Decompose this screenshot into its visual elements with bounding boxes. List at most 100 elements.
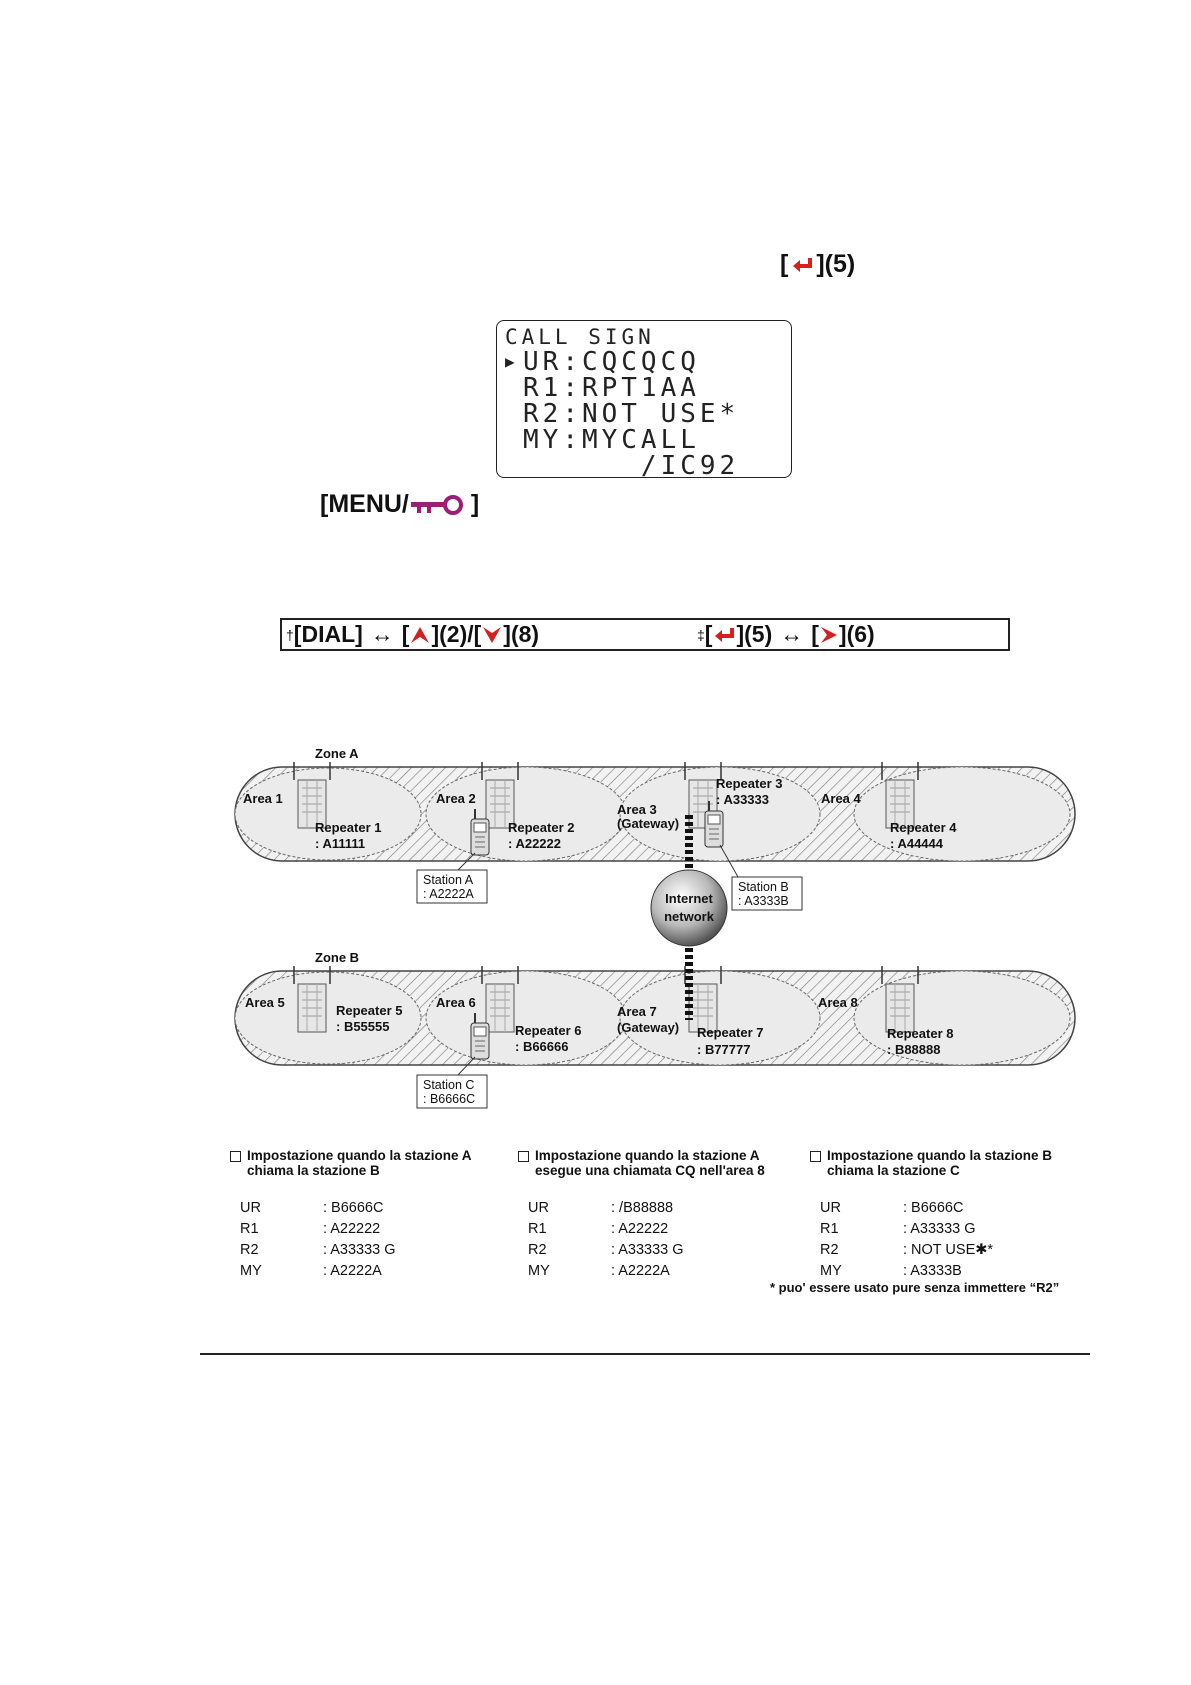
lcd-row-my: MY:MYCALL bbox=[505, 427, 783, 453]
setting-row: R2: NOT USE✱* bbox=[820, 1240, 1100, 1261]
area-4-label: Area 4 bbox=[821, 791, 862, 806]
bracket-open: [ bbox=[780, 250, 789, 278]
repeater-2-name: Repeater 2 bbox=[508, 820, 574, 835]
repeater-1-name: Repeater 1 bbox=[315, 820, 381, 835]
r2-footnote: * puo' essere usato pure senza immettere… bbox=[770, 1280, 1060, 1295]
key-icon bbox=[410, 494, 463, 515]
area-6-label: Area 6 bbox=[436, 995, 476, 1010]
area-1-label: Area 1 bbox=[243, 791, 283, 806]
setting-key: R1 bbox=[528, 1221, 547, 1237]
repeater-6-name: Repeater 6 bbox=[515, 1023, 581, 1038]
setting-row: UR : B6666C bbox=[240, 1198, 520, 1219]
page-divider bbox=[200, 1353, 1090, 1355]
setting-row: R1 : A33333 G bbox=[820, 1219, 1100, 1240]
area-5-label: Area 5 bbox=[245, 995, 285, 1010]
repeater-5-call: : B55555 bbox=[336, 1019, 389, 1034]
setting-value: : A3333B bbox=[903, 1263, 962, 1279]
setting-key: MY bbox=[240, 1263, 262, 1279]
area-7-label: Area 7 bbox=[617, 1004, 657, 1019]
lcd-value: CQCQCQ bbox=[581, 347, 700, 377]
footnote-enter: ‡ [ ](5) ↔ [ ](6) bbox=[697, 621, 875, 648]
setting-value: : A33333 G bbox=[611, 1242, 684, 1258]
setting-key: UR bbox=[528, 1200, 549, 1216]
enter-arrow-icon bbox=[715, 627, 735, 642]
setting-row: R1: A22222 bbox=[528, 1219, 808, 1240]
lcd-sep: : bbox=[562, 347, 582, 377]
setting-key: R2 bbox=[528, 1242, 547, 1258]
area-7-gateway-label: (Gateway) bbox=[617, 1020, 679, 1035]
repeater-3-name: Repeater 3 bbox=[716, 776, 782, 791]
enter-key-label: ](5) bbox=[816, 250, 856, 278]
right-arrow-icon bbox=[820, 626, 837, 643]
station-a-call: : A2222A bbox=[423, 887, 474, 901]
setting-row: UR: B6666C bbox=[820, 1198, 1100, 1219]
enter-key-label: ](5) bbox=[736, 621, 773, 647]
setting-key: UR bbox=[240, 1200, 261, 1216]
settings-title-line: chiama la stazione B bbox=[247, 1163, 380, 1178]
lcd-row-suffix: /IC92 bbox=[505, 453, 783, 479]
double-dagger-mark: ‡ bbox=[697, 626, 705, 643]
station-a-name: Station A bbox=[423, 873, 474, 887]
setting-value: : A2222A bbox=[323, 1263, 382, 1279]
setting-value: : A2222A bbox=[611, 1263, 670, 1279]
lcd-key: UR bbox=[523, 347, 563, 377]
setting-key: R1 bbox=[240, 1221, 259, 1237]
station-b-name: Station B bbox=[738, 880, 789, 894]
checkbox-icon bbox=[518, 1151, 529, 1162]
setting-value: : B6666C bbox=[323, 1200, 384, 1216]
bracket-open: [ bbox=[704, 621, 713, 647]
down-arrow-icon bbox=[483, 626, 502, 643]
checkbox-icon bbox=[230, 1151, 241, 1162]
lcd-value: NOT USE* bbox=[581, 399, 740, 429]
dagger-mark: † bbox=[286, 626, 294, 643]
up-arrow-icon bbox=[411, 626, 430, 643]
enter-arrow-icon bbox=[793, 257, 813, 272]
right-key-label: ](6) bbox=[838, 621, 875, 647]
setting-value: : A22222 bbox=[323, 1221, 381, 1237]
settings-title-line: Impostazione quando la stazione A bbox=[247, 1148, 472, 1163]
footnote-dial: † [DIAL] ↔ [ ](2)/[ ](8) bbox=[286, 621, 539, 648]
area-2-label: Area 2 bbox=[436, 791, 476, 806]
lcd-key: R2 bbox=[523, 399, 563, 429]
repeater-7-name: Repeater 7 bbox=[697, 1025, 763, 1040]
lcd-sep: : bbox=[562, 425, 582, 455]
setting-key: R2 bbox=[240, 1242, 259, 1258]
menu-key-label: [MENU/ bbox=[320, 490, 409, 518]
lcd-sep: : bbox=[562, 373, 582, 403]
settings-title-line: Impostazione quando la stazione A bbox=[535, 1148, 760, 1163]
up-key-label: ](2)/[ bbox=[431, 621, 482, 647]
network-label: network bbox=[664, 909, 715, 924]
internet-globe bbox=[650, 869, 728, 947]
setting-row: R2: A33333 G bbox=[240, 1240, 520, 1261]
repeater-1-call: : A11111 bbox=[315, 836, 365, 851]
setting-row: R1 : A22222 bbox=[240, 1219, 520, 1240]
station-a-callout bbox=[416, 869, 488, 904]
repeater-6-call: : B66666 bbox=[515, 1039, 568, 1054]
lcd-value: RPT1AA bbox=[581, 373, 700, 403]
lcd-value: MYCALL bbox=[581, 425, 700, 455]
settings-title-line: chiama la stazione C bbox=[827, 1163, 960, 1178]
settings-title-line: Impostazione quando la stazione B bbox=[827, 1148, 1053, 1163]
repeater-5-name: Repeater 5 bbox=[336, 1003, 402, 1018]
lcd-row-r1: R1:RPT1AA bbox=[505, 375, 783, 401]
station-b-callout bbox=[731, 876, 803, 911]
setting-key: MY bbox=[528, 1263, 550, 1279]
setting-key: R1 bbox=[820, 1221, 839, 1237]
station-c-callout bbox=[416, 1074, 488, 1109]
bracket-open: [ bbox=[401, 621, 410, 647]
setting-row: MY: A3333B bbox=[820, 1261, 1100, 1282]
setting-row: MY : A2222A bbox=[528, 1261, 808, 1282]
setting-value: : A33333 G bbox=[903, 1221, 976, 1237]
repeater-7-call: : B77777 bbox=[697, 1042, 750, 1057]
setting-key: UR bbox=[820, 1200, 841, 1216]
setting-value: : /B88888 bbox=[611, 1200, 674, 1216]
lcd-key: MY bbox=[523, 425, 563, 455]
zone-a-label: Zone A bbox=[315, 746, 359, 761]
setting-key: R2 bbox=[820, 1242, 839, 1258]
footnote-box: † [DIAL] ↔ [ ](2)/[ ](8) ‡ [ ](5) ↔ [ ](… bbox=[280, 618, 1010, 651]
lcd-key: R1 bbox=[523, 373, 563, 403]
